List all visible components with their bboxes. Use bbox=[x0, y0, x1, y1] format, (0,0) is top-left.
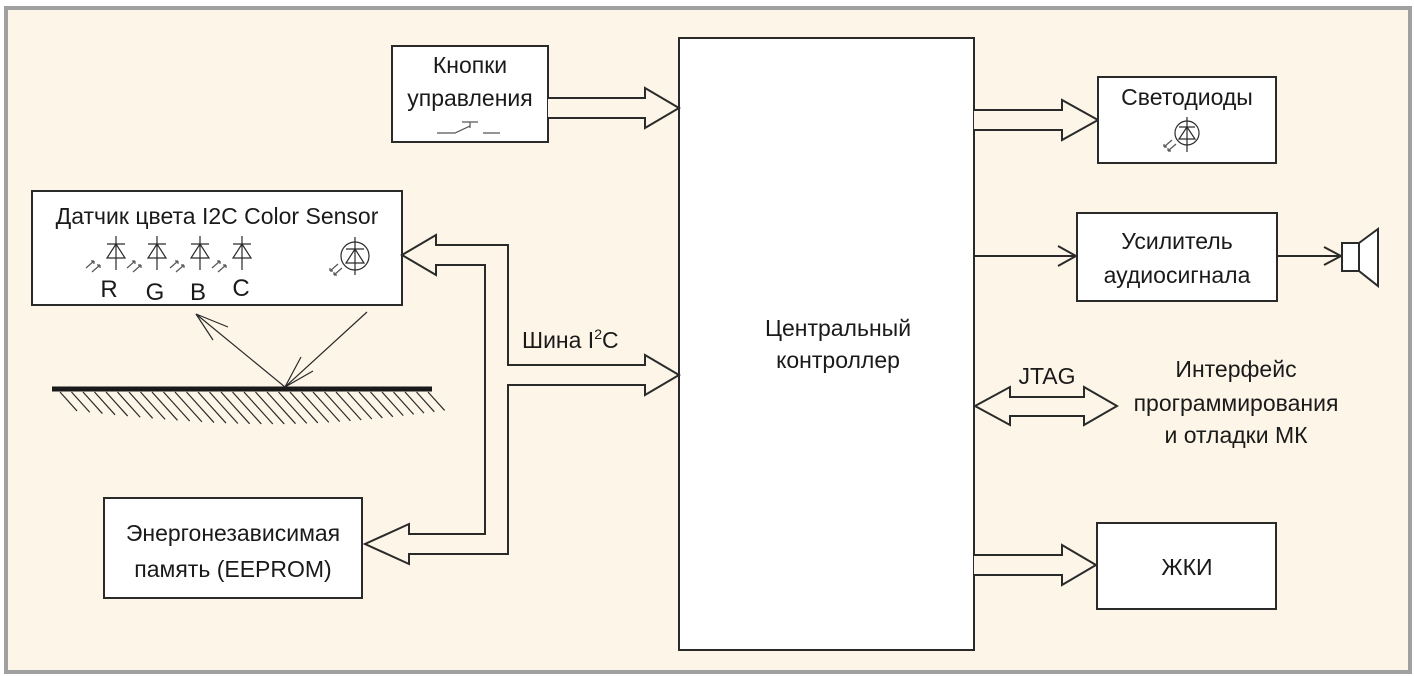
jtag-label: JTAG bbox=[1018, 363, 1075, 389]
amplifier-block: Усилитель аудиосигнала bbox=[1076, 212, 1278, 302]
reflective-surface bbox=[52, 386, 446, 425]
surface-hatch-mark bbox=[266, 391, 296, 425]
eeprom-block: Энергонезависимая память (EEPROM) bbox=[103, 497, 363, 599]
channel-label-r: R bbox=[100, 276, 117, 303]
controller-to-lcd-arrow bbox=[974, 543, 1098, 587]
controller-to-leds-arrow bbox=[974, 98, 1101, 142]
surface-hatch-mark bbox=[416, 391, 435, 413]
speaker-icon bbox=[1341, 227, 1379, 289]
surface-hatch-mark bbox=[243, 391, 274, 425]
amplifier-label-line2: аудиосигнала bbox=[1104, 262, 1251, 288]
amplifier-to-speaker-arrow bbox=[1277, 246, 1344, 266]
surface-hatch-mark bbox=[232, 391, 262, 425]
i2c-bus-label: Шина I2C bbox=[522, 326, 619, 353]
channel-label-c: C bbox=[232, 275, 249, 302]
buttons-label-line1: Кнопки bbox=[433, 52, 507, 78]
surface-hatch-mark bbox=[59, 391, 78, 412]
jtag-bidirectional-arrow bbox=[972, 385, 1120, 427]
surface-hatch-mark bbox=[427, 391, 446, 411]
surface-hatch-mark bbox=[220, 391, 251, 425]
led-icon bbox=[1163, 117, 1200, 152]
buttons-label-line2: управления bbox=[407, 85, 532, 111]
eeprom-label-line1: Энергонезависимая bbox=[126, 520, 340, 546]
surface-hatch-mark bbox=[117, 391, 141, 418]
leds-label: Светодиоды bbox=[1121, 84, 1253, 110]
surface-hatch-mark bbox=[197, 391, 227, 424]
controller-block: Центральный контроллер bbox=[678, 37, 975, 651]
color-sensor-block: Датчик цвета I2C Color Sensor R G B C bbox=[31, 190, 403, 306]
photodiode-icon bbox=[126, 236, 168, 273]
light-ray-reflected bbox=[195, 313, 286, 388]
amplifier-label-line1: Усилитель bbox=[1121, 228, 1232, 254]
light-ray-incident bbox=[284, 311, 368, 388]
channel-label-b: B bbox=[190, 279, 206, 306]
surface-hatch-mark bbox=[186, 391, 215, 423]
surface-hatch-mark bbox=[393, 391, 415, 415]
led-icon bbox=[329, 237, 370, 276]
surface-hatch-mark bbox=[174, 391, 203, 423]
surface-hatch-mark bbox=[105, 391, 129, 417]
controller-label-line1: Центральный bbox=[765, 315, 911, 341]
surface-hatch-mark bbox=[370, 391, 394, 418]
surface-hatch-mark bbox=[404, 391, 425, 414]
lcd-block: ЖКИ bbox=[1096, 522, 1277, 610]
surface-hatch-mark bbox=[82, 391, 103, 414]
leds-block: Светодиоды bbox=[1097, 76, 1277, 164]
channel-label-g: G bbox=[146, 279, 165, 306]
surface-hatch-mark bbox=[335, 391, 362, 421]
surface-hatch-mark bbox=[71, 391, 91, 413]
photodiode-icon bbox=[211, 236, 253, 273]
buttons-to-controller-arrow bbox=[548, 86, 681, 130]
photodiode-icon bbox=[169, 236, 211, 273]
surface-hatch-mark bbox=[163, 391, 191, 422]
surface-hatch-mark bbox=[128, 391, 154, 419]
controller-label-line2: контроллер bbox=[776, 347, 900, 373]
sensor-title: Датчик цвета I2C Color Sensor bbox=[56, 203, 379, 229]
surface-hatch-mark bbox=[255, 391, 285, 425]
surface-hatch-mark bbox=[324, 391, 351, 422]
debug-label-line2: программирования bbox=[1134, 390, 1339, 416]
surface-hatch-mark bbox=[301, 391, 330, 423]
i2c-to-sensor-arrow bbox=[362, 233, 681, 566]
surface-hatch-mark bbox=[151, 391, 178, 421]
surface-hatch-mark bbox=[347, 391, 373, 420]
surface-hatch-mark bbox=[140, 391, 166, 420]
surface-hatch-mark bbox=[94, 391, 116, 416]
buttons-block: Кнопки управления bbox=[391, 45, 549, 143]
surface-hatch-mark bbox=[358, 391, 383, 419]
push-button-switch-icon bbox=[437, 121, 500, 134]
surface-hatch-mark bbox=[278, 391, 308, 424]
surface-hatch-mark bbox=[381, 391, 404, 417]
photodiode-icon bbox=[85, 236, 127, 273]
eeprom-label-line2: память (EEPROM) bbox=[134, 556, 331, 582]
controller-to-amplifier-arrow bbox=[974, 245, 1079, 267]
surface-hatch-mark bbox=[312, 391, 341, 423]
lcd-label: ЖКИ bbox=[1161, 554, 1212, 580]
surface-hatch-mark bbox=[209, 391, 239, 424]
debug-label-line3: и отладки МК bbox=[1164, 422, 1308, 448]
debug-label-line1: Интерфейс bbox=[1175, 356, 1296, 382]
surface-hatch-mark bbox=[289, 391, 319, 424]
i2c-bus bbox=[362, 233, 681, 566]
debug-interface-label: Интерфейс программирования и отладки МК bbox=[1134, 356, 1339, 448]
